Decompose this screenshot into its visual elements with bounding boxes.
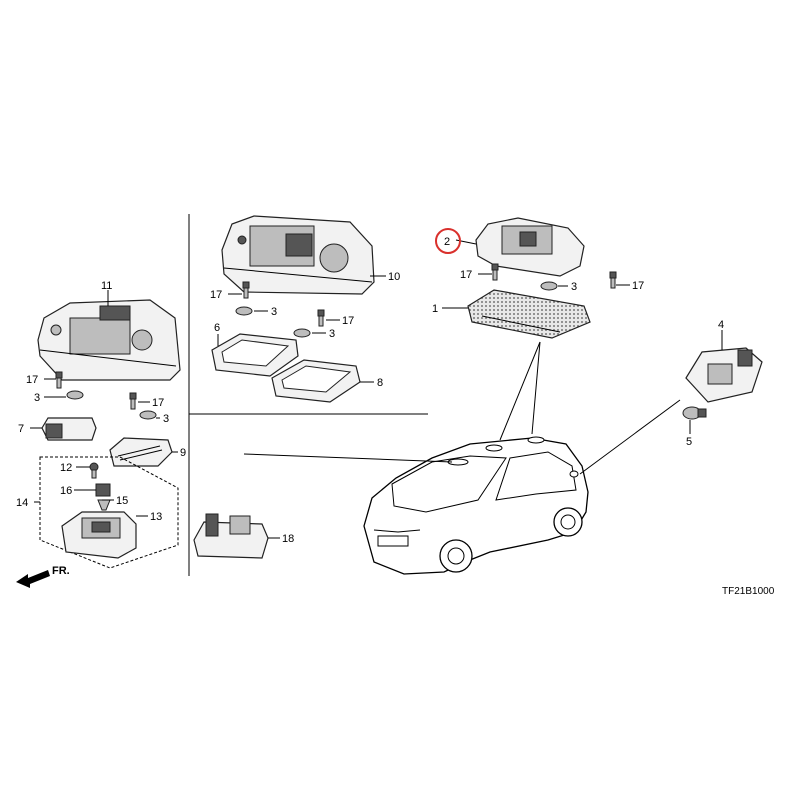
callout-8[interactable]: 8 bbox=[377, 377, 383, 389]
leader-lines bbox=[30, 239, 723, 539]
callout-7[interactable]: 7 bbox=[18, 423, 24, 435]
front-arrow-icon bbox=[16, 570, 50, 588]
car-illustration bbox=[363, 436, 589, 575]
callout-3-c[interactable]: 3 bbox=[34, 392, 40, 404]
callout-17-d[interactable]: 17 bbox=[152, 397, 164, 409]
screw-17-b bbox=[317, 309, 325, 327]
part-1-lens bbox=[467, 289, 591, 339]
callout-17-f[interactable]: 17 bbox=[632, 280, 644, 292]
part-10-console-assembly bbox=[221, 215, 375, 295]
part-4-cargo-light bbox=[685, 347, 763, 403]
bulbs bbox=[66, 281, 558, 420]
callout-3-b[interactable]: 3 bbox=[329, 328, 335, 340]
front-label: FR. bbox=[52, 565, 70, 577]
bulb-3-c bbox=[66, 390, 84, 400]
screws bbox=[55, 263, 617, 410]
screw-17-f bbox=[609, 271, 617, 289]
screw-17-d bbox=[129, 392, 137, 410]
part-7-map-light-lens bbox=[41, 417, 97, 441]
part-16-switch bbox=[95, 483, 111, 497]
callout-17-a[interactable]: 17 bbox=[210, 289, 222, 301]
bulb-3-e bbox=[540, 281, 558, 291]
part-18-switch bbox=[193, 513, 269, 559]
callout-14[interactable]: 14 bbox=[16, 497, 28, 509]
callout-13[interactable]: 13 bbox=[150, 511, 162, 523]
bulb-3-a bbox=[235, 306, 253, 316]
callout-2[interactable]: 2 bbox=[444, 236, 450, 248]
callout-labels: 1 2 3 3 3 3 3 4 5 6 7 8 9 10 11 12 13 14… bbox=[16, 236, 724, 545]
bulb-3-d bbox=[139, 410, 157, 420]
callout-4[interactable]: 4 bbox=[718, 319, 724, 331]
part-5-bulb bbox=[682, 406, 707, 420]
bulb-3-b bbox=[293, 328, 311, 338]
callout-3-a[interactable]: 3 bbox=[271, 306, 277, 318]
part-6-lens-frame bbox=[211, 333, 299, 377]
highlight-circle bbox=[435, 228, 461, 254]
callout-15[interactable]: 15 bbox=[116, 495, 128, 507]
part-13-unit bbox=[61, 511, 137, 559]
callout-3-e[interactable]: 3 bbox=[571, 281, 577, 293]
callout-11[interactable]: 11 bbox=[101, 280, 112, 292]
part-2-light-base bbox=[475, 217, 585, 277]
callout-12[interactable]: 12 bbox=[60, 462, 72, 474]
callout-17-b[interactable]: 17 bbox=[342, 315, 354, 327]
diagram-code: TF21B1000 bbox=[722, 586, 775, 597]
callout-16[interactable]: 16 bbox=[60, 485, 72, 497]
callout-6[interactable]: 6 bbox=[214, 322, 220, 334]
part-14-group-outline bbox=[39, 456, 179, 569]
callout-17-c[interactable]: 17 bbox=[26, 374, 38, 386]
callout-18[interactable]: 18 bbox=[282, 533, 294, 545]
part-12-clip bbox=[89, 462, 99, 479]
callout-9[interactable]: 9 bbox=[180, 447, 186, 459]
screw-17-e bbox=[491, 263, 499, 281]
callout-5[interactable]: 5 bbox=[686, 436, 692, 448]
callout-10[interactable]: 10 bbox=[388, 271, 400, 283]
callout-17-e[interactable]: 17 bbox=[460, 269, 472, 281]
part-15-clip bbox=[97, 499, 111, 511]
callout-1[interactable]: 1 bbox=[432, 303, 438, 315]
screw-17-c bbox=[55, 371, 63, 389]
section-dividers bbox=[188, 214, 428, 576]
part-9-lens-cover bbox=[109, 437, 173, 467]
front-direction-marker: FR. bbox=[16, 565, 70, 588]
part-8-lens-frame bbox=[271, 359, 361, 403]
screw-17-a bbox=[242, 281, 250, 299]
callout-3-d[interactable]: 3 bbox=[163, 413, 169, 425]
part-11-console-assembly bbox=[37, 299, 181, 381]
